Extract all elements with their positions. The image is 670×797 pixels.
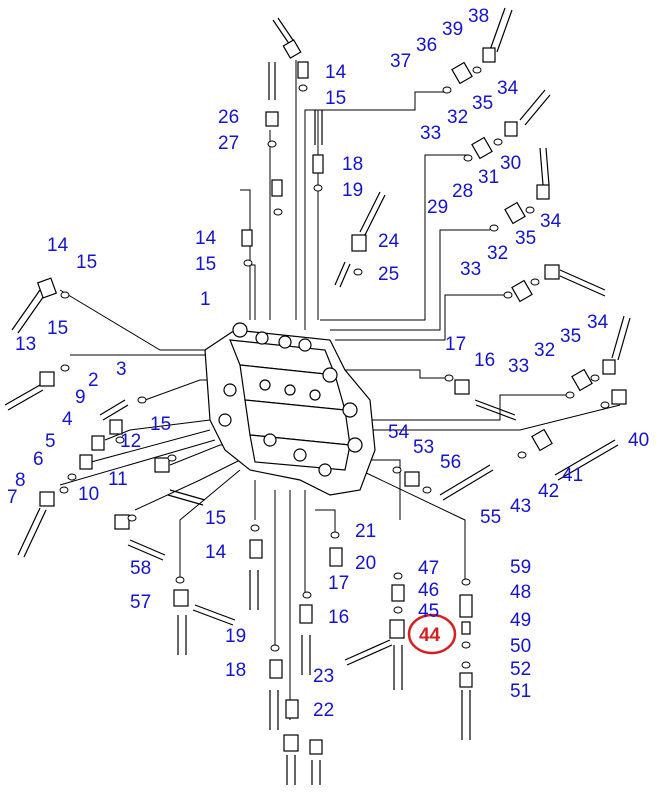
highlight-circle-icon bbox=[407, 613, 457, 655]
callout-label: 6 bbox=[33, 449, 44, 470]
control-valve-body bbox=[204, 322, 376, 496]
callout-label: 20 bbox=[355, 553, 376, 574]
callout-label: 55 bbox=[480, 507, 501, 528]
callout-label: 48 bbox=[510, 582, 531, 603]
highlighted-callout-label: 44 bbox=[419, 625, 441, 646]
callout-label: 15 bbox=[47, 318, 68, 339]
callout-label: 27 bbox=[218, 133, 239, 154]
callout-label: 46 bbox=[418, 580, 439, 601]
callout-label: 22 bbox=[313, 700, 334, 721]
callout-label: 33 bbox=[460, 259, 481, 280]
callout-label: 38 bbox=[468, 6, 489, 27]
callout-label: 19 bbox=[342, 180, 363, 201]
callout-label: 51 bbox=[510, 681, 531, 702]
callout-label: 56 bbox=[440, 452, 461, 473]
callout-label: 57 bbox=[130, 592, 151, 613]
callout-label: 15 bbox=[76, 252, 97, 273]
callout-labels: 38 39 36 37 14 15 34 35 26 32 33 27 18 3… bbox=[7, 6, 649, 721]
callout-label: 39 bbox=[442, 19, 463, 40]
callout-label: 14 bbox=[47, 235, 69, 256]
callout-label: 12 bbox=[120, 431, 141, 452]
callout-label: 42 bbox=[538, 481, 559, 502]
callout-label: 15 bbox=[205, 508, 226, 529]
callout-label: 8 bbox=[15, 470, 26, 491]
callout-label: 37 bbox=[390, 51, 411, 72]
callout-label: 33 bbox=[420, 123, 441, 144]
callout-label: 3 bbox=[116, 359, 127, 380]
callout-label: 18 bbox=[342, 154, 363, 175]
callout-label: 13 bbox=[15, 334, 36, 355]
callout-label: 18 bbox=[225, 660, 246, 681]
callout-label: 45 bbox=[418, 601, 439, 622]
callout-label: 2 bbox=[88, 370, 99, 391]
callout-label: 35 bbox=[560, 326, 581, 347]
callout-label: 23 bbox=[313, 666, 334, 687]
callout-label: 16 bbox=[474, 350, 495, 371]
callout-label: 16 bbox=[328, 607, 349, 628]
callout-label: 58 bbox=[130, 558, 151, 579]
callout-label: 52 bbox=[510, 659, 531, 680]
callout-label: 29 bbox=[427, 197, 448, 218]
callout-label: 17 bbox=[328, 573, 349, 594]
callout-label: 34 bbox=[587, 312, 609, 333]
callout-label: 50 bbox=[510, 636, 531, 657]
callout-label: 30 bbox=[500, 153, 521, 174]
callout-label: 10 bbox=[78, 484, 99, 505]
fittings bbox=[4, 7, 631, 785]
callout-label: 28 bbox=[452, 181, 473, 202]
callout-label: 49 bbox=[510, 610, 531, 631]
callout-label: 5 bbox=[45, 431, 56, 452]
callout-label: 35 bbox=[472, 93, 493, 114]
callout-label: 14 bbox=[195, 228, 217, 249]
callout-label: 53 bbox=[413, 437, 434, 458]
callout-label: 24 bbox=[378, 231, 400, 252]
callout-label: 32 bbox=[487, 243, 508, 264]
callout-label: 33 bbox=[508, 356, 529, 377]
callout-label: 25 bbox=[378, 264, 399, 285]
callout-label: 14 bbox=[325, 62, 347, 83]
callout-label: 19 bbox=[225, 626, 246, 647]
callout-label: 9 bbox=[75, 387, 86, 408]
callout-label: 47 bbox=[418, 558, 439, 579]
callout-label: 17 bbox=[445, 334, 466, 355]
callout-label: 36 bbox=[416, 35, 437, 56]
callout-label: 21 bbox=[355, 521, 376, 542]
callout-label: 1 bbox=[200, 289, 211, 310]
callout-label: 32 bbox=[447, 107, 468, 128]
callout-label: 32 bbox=[534, 340, 555, 361]
callout-label: 15 bbox=[150, 414, 171, 435]
callout-label: 34 bbox=[540, 211, 562, 232]
callout-label: 59 bbox=[510, 557, 531, 578]
callout-label: 31 bbox=[478, 167, 499, 188]
callout-label: 11 bbox=[108, 469, 128, 490]
callout-label: 14 bbox=[205, 542, 227, 563]
callout-label: 41 bbox=[562, 465, 583, 486]
callout-label: 40 bbox=[628, 430, 649, 451]
callout-label: 4 bbox=[62, 409, 73, 430]
callout-label: 15 bbox=[325, 88, 346, 109]
callout-label: 35 bbox=[515, 228, 536, 249]
callout-label: 43 bbox=[510, 496, 531, 517]
callout-label: 54 bbox=[388, 422, 410, 443]
callout-label: 15 bbox=[195, 254, 216, 275]
callout-label: 26 bbox=[218, 107, 239, 128]
callout-label: 7 bbox=[7, 487, 18, 508]
callout-label: 34 bbox=[497, 78, 519, 99]
